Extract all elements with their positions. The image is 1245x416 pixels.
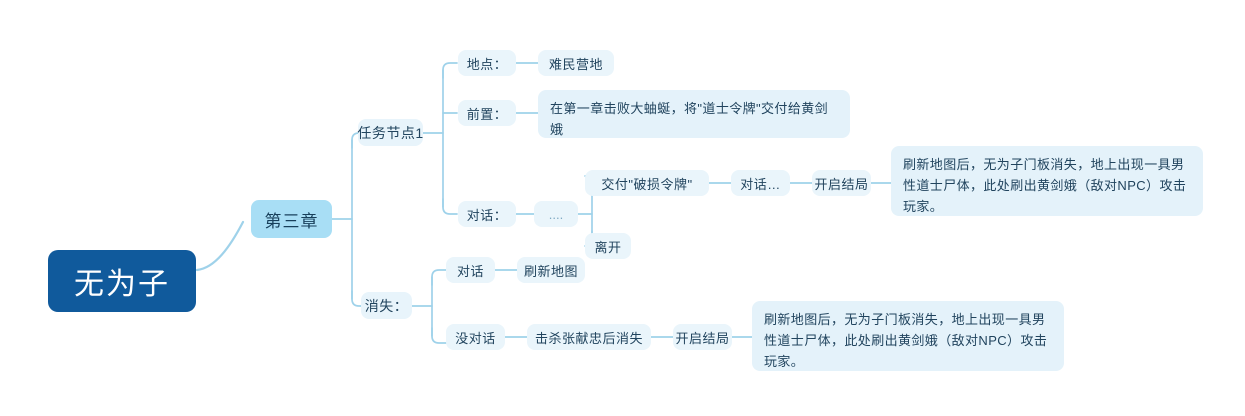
node-location-value[interactable]: 难民营地: [538, 50, 614, 76]
node-dialogue-ellipsis[interactable]: 对话…: [731, 170, 790, 196]
node-deliver-token[interactable]: 交付"破损令牌": [585, 170, 709, 196]
node-not-talked[interactable]: 没对话: [446, 324, 505, 350]
node-leave[interactable]: 离开: [585, 233, 631, 259]
node-quest-node[interactable]: 任务节点1: [357, 119, 423, 146]
node-outcome-top[interactable]: 刷新地图后，无为子门板消失，地上出现一具男性道士尸体，此处刷出黄剑娥（敌对NPC…: [891, 146, 1203, 216]
node-prereq-label[interactable]: 前置：: [458, 100, 516, 126]
node-trigger-ending-bottom[interactable]: 开启结局: [673, 324, 732, 350]
node-dialogue-options[interactable]: ....: [534, 201, 578, 227]
node-location-label[interactable]: 地点：: [458, 50, 516, 76]
node-outcome-bottom[interactable]: 刷新地图后，无为子门板消失，地上出现一具男性道士尸体，此处刷出黄剑娥（敌对NPC…: [752, 301, 1064, 371]
node-prereq-value[interactable]: 在第一章击败大蚰蜒，将"道士令牌"交付给黄剑娥: [538, 90, 850, 138]
node-talked[interactable]: 对话: [446, 257, 495, 283]
node-disappear[interactable]: 消失：: [361, 292, 412, 319]
node-kill-zhang[interactable]: 击杀张献忠后消失: [527, 324, 651, 350]
root-node[interactable]: 无为子: [48, 250, 196, 312]
node-trigger-ending-top[interactable]: 开启结局: [812, 170, 871, 196]
node-chapter[interactable]: 第三章: [251, 200, 332, 238]
node-dialogue-label[interactable]: 对话：: [458, 201, 516, 227]
node-refresh-map[interactable]: 刷新地图: [517, 257, 585, 283]
